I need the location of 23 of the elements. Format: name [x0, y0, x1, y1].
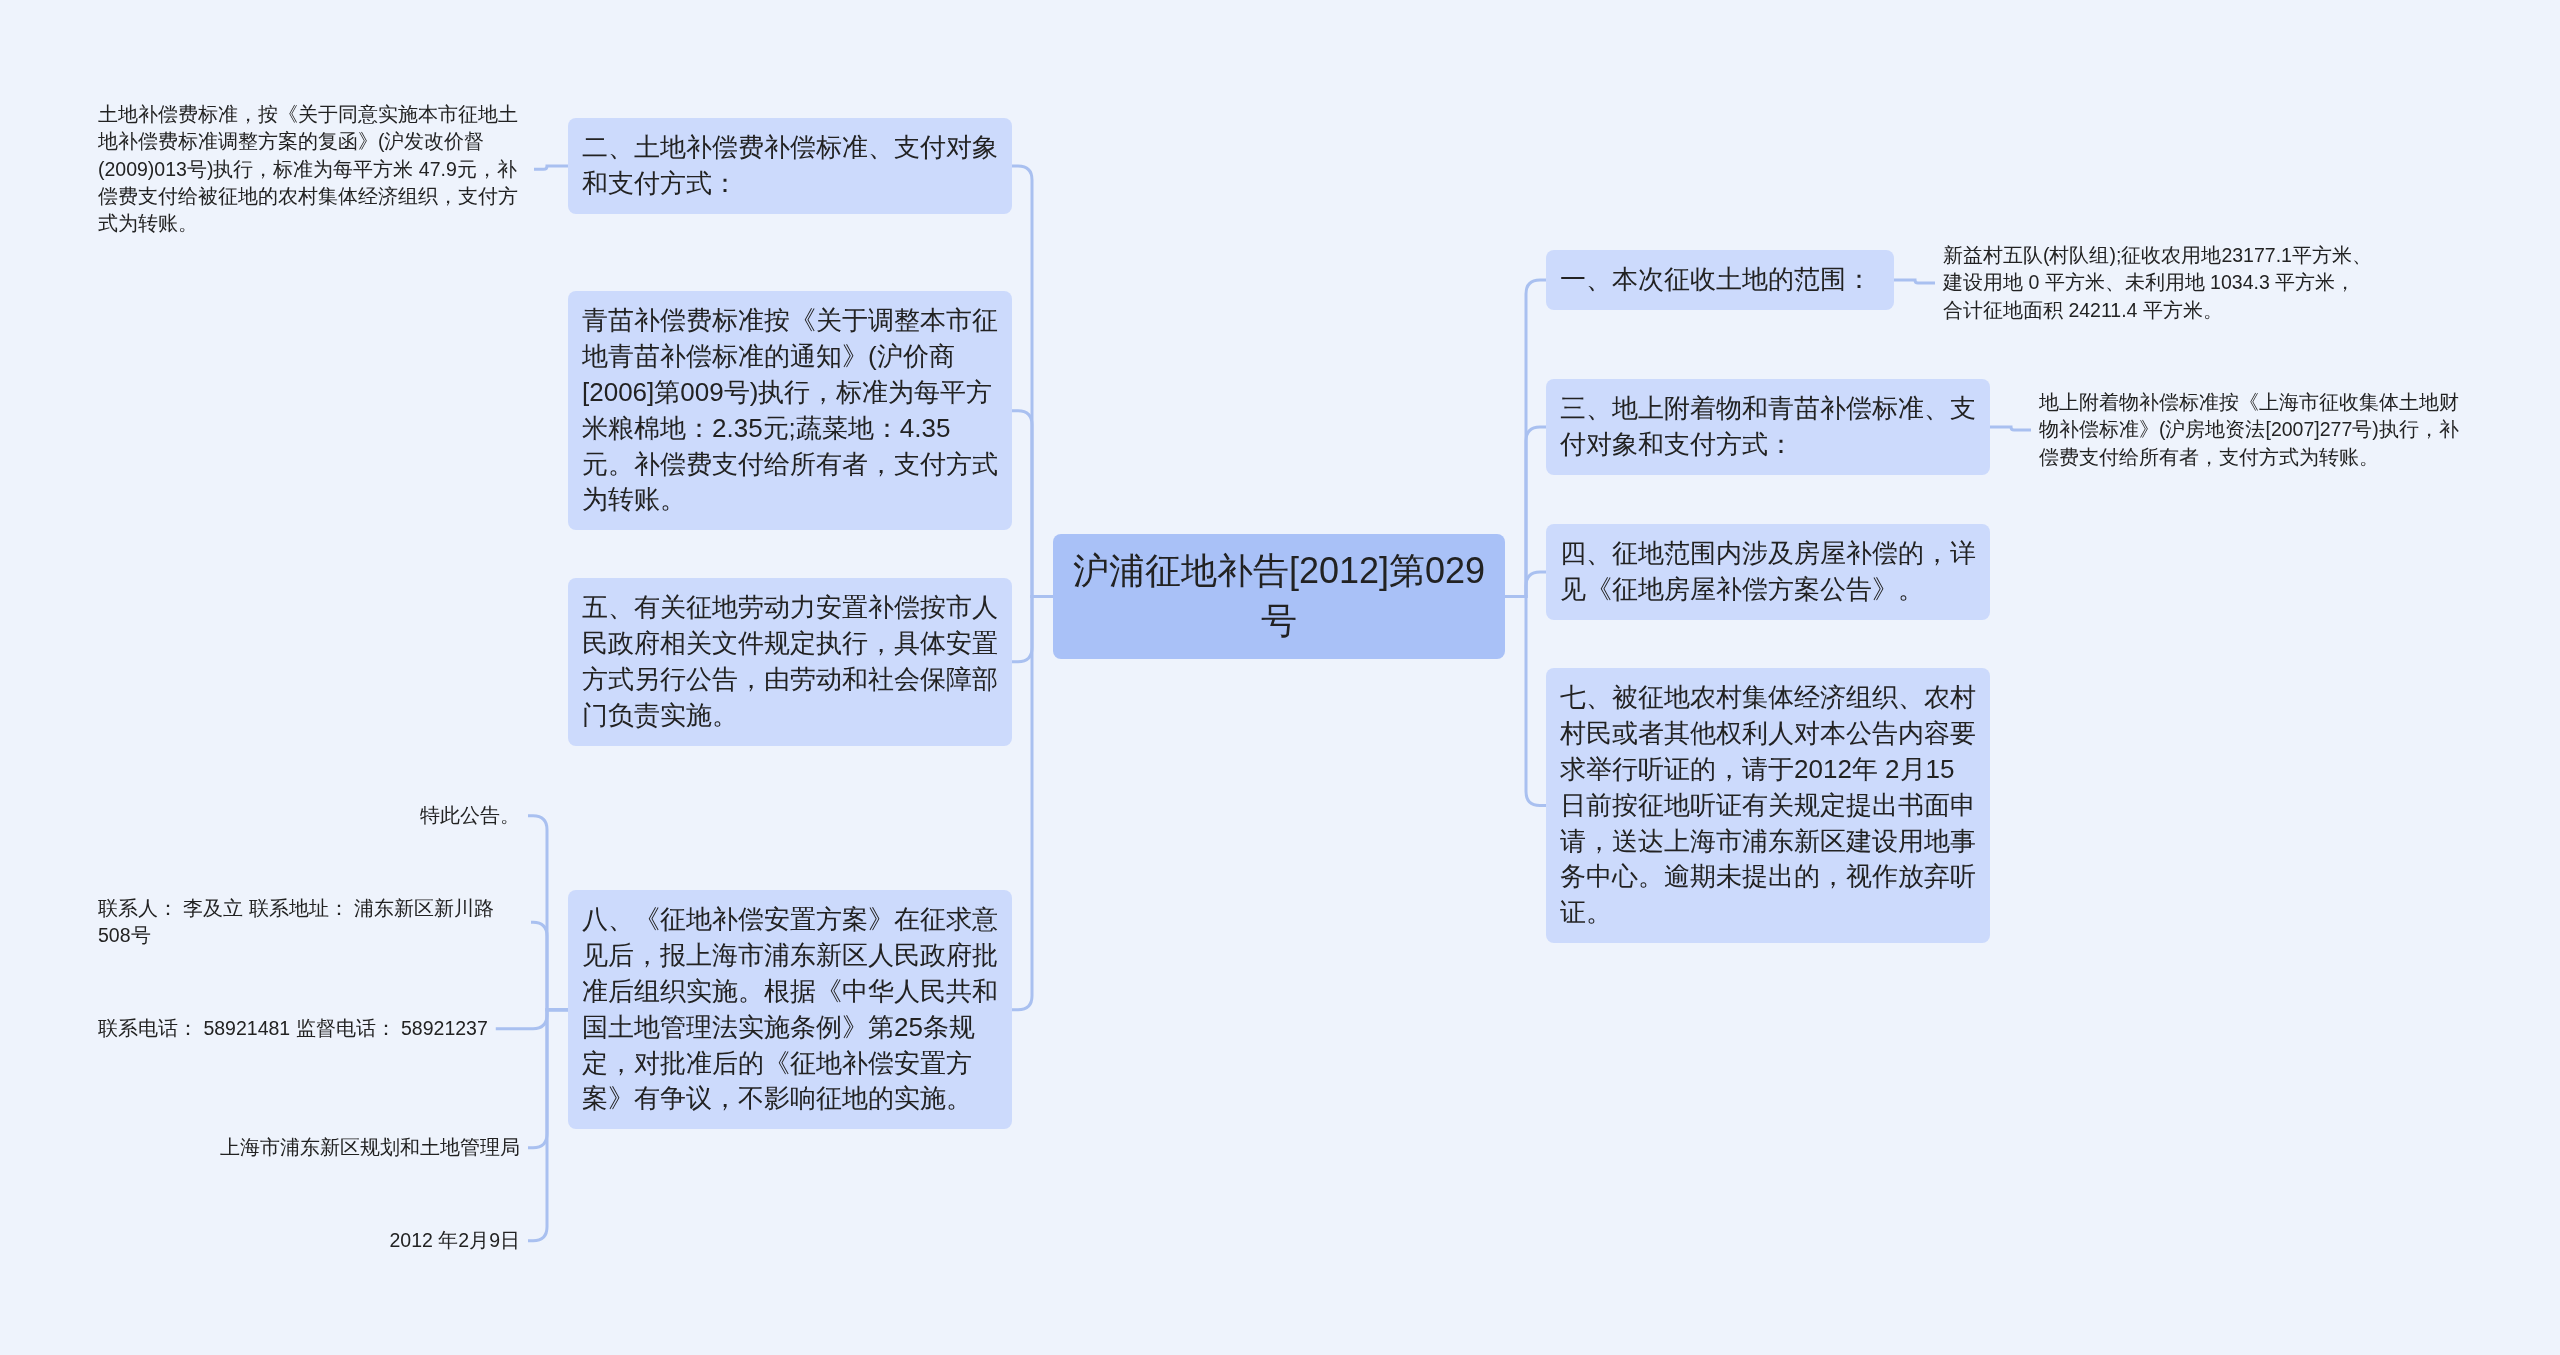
connector-line	[1990, 425, 2031, 432]
topic-box: 三、地上附着物和青苗补偿标准、支付对象和支付方式：	[1546, 379, 1990, 475]
note-text: 2012 年2月9日	[389, 1227, 520, 1255]
note-text: 新益村五队(村队组);征收农用地23177.1平方米、建设用地 0 平方米、未利用地 1034.3 平方米，合计征地面积 24211.4 平方米。	[1943, 242, 2373, 324]
root-node: 沪浦征地补告[2012]第029号	[1053, 534, 1505, 659]
connector-line	[1505, 594, 1546, 808]
topic-box: 七、被征地农村集体经济组织、农村村民或者其他权利人对本公告内容要求举行听证的，请于2012年 2月15 日前按征地听证有关规定提出书面申请，送达上海市浦东新区建设用地事务中心。逾期未提出的，视作放弃听证。	[1546, 668, 1990, 944]
note-text: 联系人： 李及立 联系地址： 浦东新区新川路508号	[98, 895, 523, 950]
topic-box: 四、征地范围内涉及房屋补偿的，详见《征地房屋补偿方案公告》。	[1546, 524, 1990, 620]
note-text: 上海市浦东新区规划和土地管理局	[220, 1134, 520, 1162]
topic-box: 青苗补偿费标准按《关于调整本市征地青苗补偿标准的通知》(沪价商[2006]第009号)执行，标准为每平方米粮棉地：2.35元;蔬菜地：4.35元。补偿费支付给所有者，支付方式为转账。	[568, 291, 1012, 531]
note-text: 土地补偿费标准，按《关于同意实施本市征地土地补偿费标准调整方案的复函》(沪发改价督(2009)013号)执行，标准为每平方米 47.9元，补偿费支付给被征地的农村集体经济组织，支付方式为转账。	[98, 101, 526, 238]
note-text: 地上附着物补偿标准按《上海市征收集体土地财物补偿标准》(沪房地资法[2007]277号)执行，补偿费支付给所有者，支付方式为转账。	[2039, 389, 2471, 471]
connector-line	[1012, 594, 1053, 1012]
topic-box: 二、土地补偿费补偿标准、支付对象和支付方式：	[568, 118, 1012, 214]
note-text: 特此公告。	[420, 802, 520, 830]
topic-box: 八、《征地补偿安置方案》在征求意见后，报上海市浦东新区人民政府批准后组织实施。根据《中华人民共和国土地管理法实施条例》第25条规定，对批准后的《征地补偿安置方案》有争议，不影响征地的实施。	[568, 890, 1012, 1130]
note-text: 联系电话： 58921481 监督电话： 58921237	[98, 1015, 488, 1043]
connector-line	[534, 164, 568, 171]
topic-box: 一、本次征收土地的范围：	[1546, 250, 1894, 310]
topic-box: 五、有关征地劳动力安置补偿按市人民政府相关文件规定执行，具体安置方式另行公告，由劳动和社会保障部门负责实施。	[568, 578, 1012, 746]
connector-line	[528, 1008, 568, 1243]
connector-line	[1894, 278, 1935, 285]
